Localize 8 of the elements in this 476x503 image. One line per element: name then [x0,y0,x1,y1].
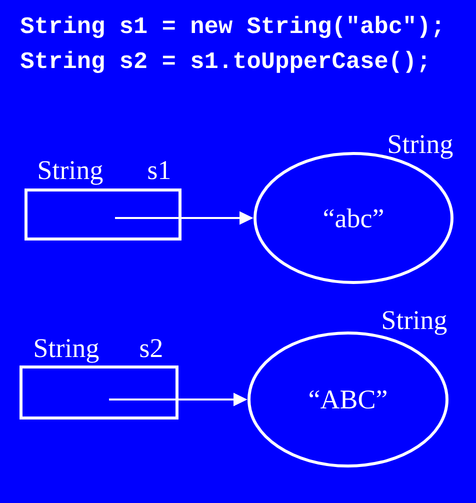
variable-box [20,366,178,420]
variable-name: s1 [148,161,170,180]
variable-name: s2 [140,339,162,358]
type-label: String [35,339,99,363]
type-label: String [39,161,103,185]
variable-box [24,188,182,240]
code-line: String s2 = s1.toUpperCase(); [20,50,426,73]
code-line: String s1 = new String("abc"); [20,16,440,38]
